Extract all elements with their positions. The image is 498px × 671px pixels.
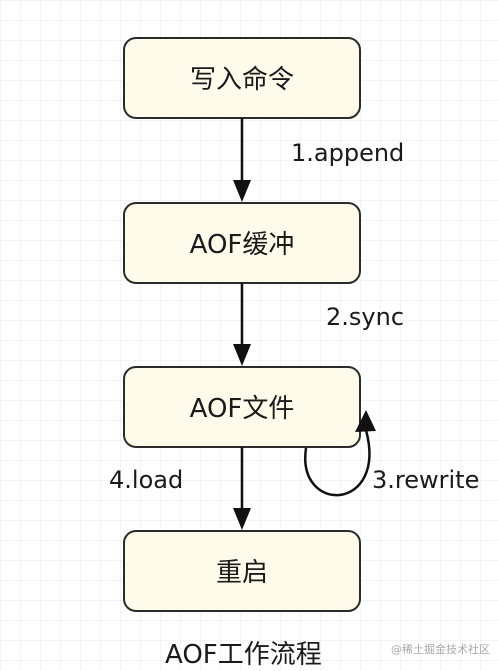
edge-sync [233,283,251,366]
node-write-command-label: 写入命令 [190,65,294,95]
node-aof-buffer-label: AOF缓冲 [190,230,295,260]
node-restart-box [123,530,361,612]
diagram-caption: AOF工作流程 [165,640,322,670]
node-aof-file: AOF文件 [123,366,361,448]
edge-rewrite-loop [304,429,371,497]
edge-append-label: 1.append [291,139,404,167]
node-aof-buffer: AOF缓冲 [123,202,361,284]
node-write-command: 写入命令 [123,37,361,119]
edge-load-label: 4.load [109,466,183,494]
edge-load-arrowhead [233,508,251,530]
edge-rewrite-label: 3.rewrite [372,466,479,494]
node-aof-file-label: AOF文件 [190,394,295,424]
edge-sync-arrowhead [233,344,251,366]
edge-append-arrowhead [233,180,251,202]
edge-rewrite-arrowhead [355,410,376,432]
node-restart: 重启 [123,530,361,612]
edge-append [233,118,251,202]
edge-sync-label: 2.sync [326,303,404,331]
watermark-text: @稀土掘金技术社区 [391,643,490,656]
edge-load [233,447,251,530]
node-restart-label: 重启 [216,558,268,588]
edge-rewrite [304,410,376,497]
